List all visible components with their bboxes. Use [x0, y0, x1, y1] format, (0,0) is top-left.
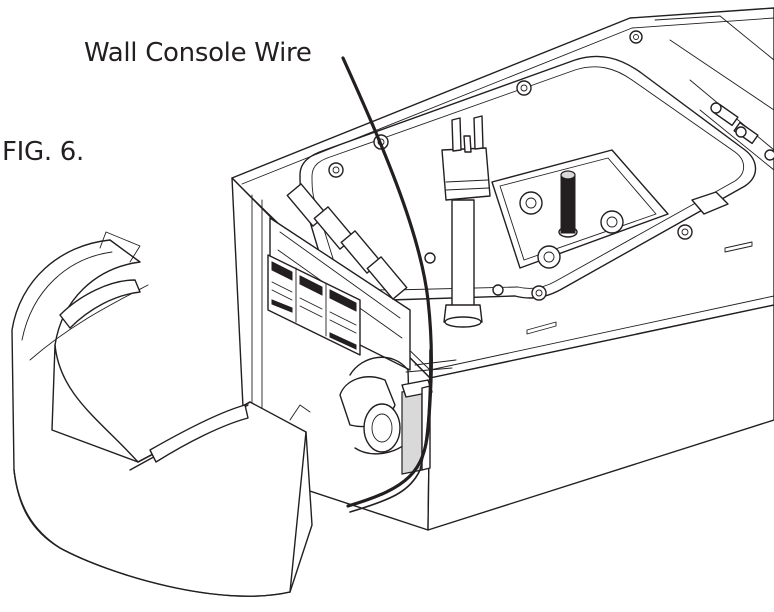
hex-nuts [424, 191, 624, 296]
figure-number: FIG. 6. [2, 137, 85, 167]
mounting-screws [328, 30, 774, 301]
light-lens-cover [11, 231, 313, 597]
power-cord-plug [441, 115, 491, 328]
light-socket [339, 356, 411, 455]
drive-shaft [558, 170, 578, 238]
front-panel [251, 183, 411, 461]
wall-console-wire [341, 56, 433, 513]
wall-console-wire-label: Wall Console Wire [84, 38, 312, 68]
